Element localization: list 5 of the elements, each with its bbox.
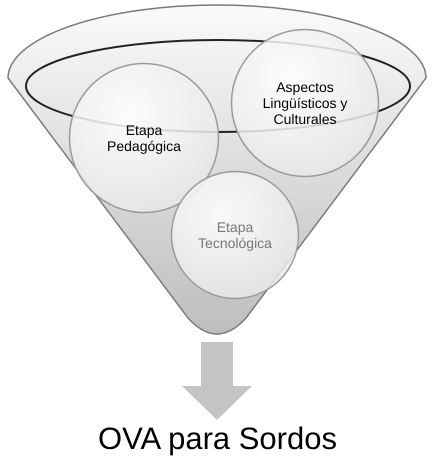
stage-label: Etapa Pedagógica xyxy=(106,120,182,156)
stage-label: Aspectos Lingüísticos y Culturales xyxy=(262,78,348,129)
result-label: OVA para Sordos xyxy=(97,420,338,458)
stage-label: Etapa Tecnológica xyxy=(197,218,273,253)
down-arrow xyxy=(182,342,252,420)
